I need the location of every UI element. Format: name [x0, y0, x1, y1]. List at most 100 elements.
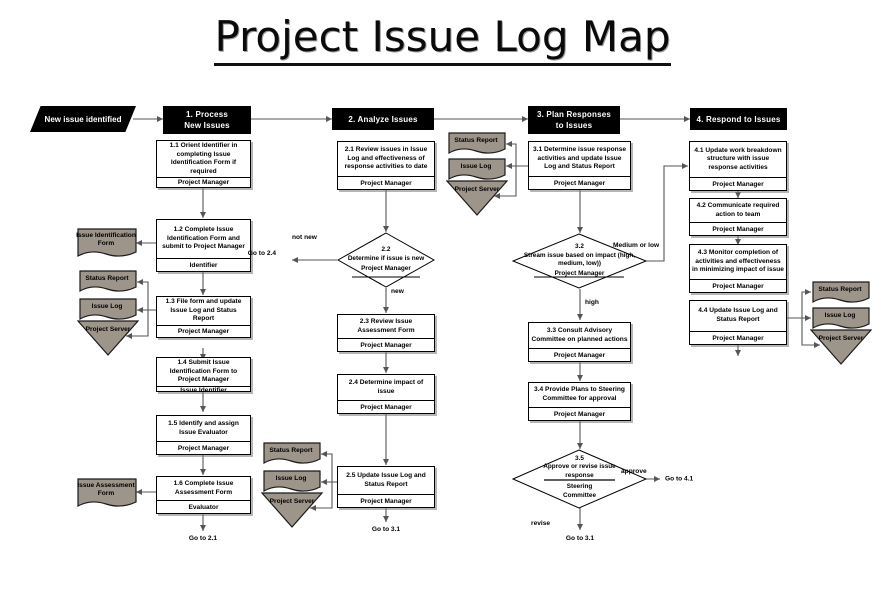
edge-label-medium-or-low: Medium or low — [613, 242, 660, 249]
decision-3-5[interactable]: 3.5 Approve or revise issue response Ste… — [511, 449, 648, 509]
process-box-2-3[interactable]: 2.3 Review Issue Assessment Form Project… — [337, 314, 435, 352]
process-box-2-1-role: Project Manager — [338, 176, 434, 189]
document-icon — [263, 470, 321, 493]
process-box-2-1[interactable]: 2.1 Review issues in Issue Log and effec… — [337, 141, 435, 190]
process-box-1-5-text: 1.5 Identify and assign Issue Evaluator — [168, 419, 239, 436]
phase-header-1[interactable]: 1. Process New Issues — [163, 106, 251, 134]
document-icon — [448, 132, 506, 155]
process-box-4-4[interactable]: 4.4 Update Issue Log and Status Report P… — [689, 300, 787, 345]
database-triangle-icon — [809, 329, 873, 365]
process-box-4-4-text: 4.4 Update Issue Log and Status Report — [698, 307, 778, 323]
data-shape-project-server-4[interactable]: Project Server — [809, 329, 873, 365]
process-box-1-2-role: Identifier — [157, 258, 250, 271]
process-box-1-1-text: 1.1 Orient Identifier in completing Issu… — [169, 142, 238, 175]
process-box-3-1[interactable]: 3.1 Determine issue response activities … — [528, 141, 631, 190]
phase-header-3[interactable]: 3. Plan Responses to Issues — [528, 106, 620, 134]
data-shape-issue-log-3[interactable]: Issue Log — [446, 158, 506, 182]
edge-label-go-to-4-1: Go to 4.1 — [665, 475, 694, 483]
data-shape-project-server-1[interactable]: Project Server — [76, 320, 140, 356]
process-box-2-4-role: Project Manager — [338, 400, 434, 413]
process-box-2-5-text: 2.5 Update Issue Log and Status Report — [346, 471, 426, 488]
process-box-2-4[interactable]: 2.4 Determine impact of issue Project Ma… — [337, 374, 435, 414]
decision-2-2[interactable]: 2.2 Determine if issue is new Project Ma… — [336, 232, 436, 288]
process-box-1-2-text: 1.2 Complete Issue Identification Form a… — [162, 226, 245, 251]
document-icon — [448, 158, 506, 181]
edge-label-revise: revise — [531, 520, 551, 527]
process-box-4-2-text: 4.2 Communicate required action to team — [696, 201, 780, 218]
process-box-1-4-text: 1.4 Submit Issue Identification Form to … — [169, 359, 238, 384]
data-shape-issue-identification-form-1[interactable]: Issue Identification Form — [75, 228, 137, 260]
process-box-1-3-text: 1.3 File form and update Issue Log and S… — [165, 298, 242, 323]
process-box-4-3-role: Project Manager — [690, 279, 786, 292]
document-icon — [77, 478, 137, 508]
process-box-4-1-text: 4.1 Update work breakdown structure with… — [694, 146, 782, 171]
document-icon — [79, 298, 137, 321]
process-box-1-6-text: 1.6 Complete Issue Assessment Form — [173, 479, 234, 496]
process-box-2-1-text: 2.1 Review issues in Issue Log and effec… — [344, 146, 428, 171]
data-shape-status-report-3[interactable]: Status Report — [446, 132, 506, 156]
edge-label-go-to-2-4: Go to 2.4 — [247, 250, 276, 257]
process-box-4-2-role: Project Manager — [690, 222, 786, 235]
process-box-1-2[interactable]: 1.2 Complete Issue Identification Form a… — [156, 219, 251, 272]
process-box-2-5-role: Project Manager — [338, 494, 434, 507]
process-box-3-3[interactable]: 3.3 Consult Advisory Committee on planne… — [528, 322, 631, 362]
page-title-text: Project Issue Log Map — [214, 12, 671, 66]
process-box-2-3-text: 2.3 Review Issue Assessment Form — [357, 317, 415, 334]
process-box-1-6-role: Evaluator — [157, 500, 250, 513]
process-box-1-5-role: Project Manager — [157, 441, 250, 454]
process-box-1-6[interactable]: 1.6 Complete Issue Assessment Form Evalu… — [156, 476, 251, 514]
process-box-4-2[interactable]: 4.2 Communicate required action to team … — [689, 198, 787, 236]
edge-label-go-to-3-1-b: Go to 3.1 — [565, 535, 595, 542]
process-box-3-4[interactable]: 3.4 Provide Plans to Steering Committee … — [528, 382, 631, 421]
data-shape-issue-log-2[interactable]: Issue Log — [261, 470, 321, 494]
decision-3-2-shape — [511, 233, 648, 289]
process-box-4-3[interactable]: 4.3 Monitor completion of activities and… — [689, 244, 787, 293]
process-box-3-1-text: 3.1 Determine issue response activities … — [532, 146, 627, 171]
process-box-3-3-text: 3.3 Consult Advisory Committee on planne… — [531, 326, 628, 343]
process-box-4-4-role: Project Manager — [690, 331, 786, 344]
decision-3-5-shape — [511, 449, 648, 509]
document-icon — [812, 307, 870, 330]
edge-label-go-to-3-1-a: Go to 3.1 — [371, 526, 401, 533]
data-shape-issue-log-4[interactable]: Issue Log — [810, 307, 870, 331]
process-box-3-4-role: Project Manager — [529, 407, 630, 420]
data-shape-status-report-4[interactable]: Status Report — [810, 281, 870, 305]
edge-label-approve: approve — [621, 468, 647, 475]
process-box-1-3-role: Project Manager — [157, 324, 250, 337]
process-box-1-4[interactable]: 1.4 Submit Issue Identification Form to … — [156, 357, 251, 394]
process-box-1-1[interactable]: 1.1 Orient Identifier in completing Issu… — [156, 140, 251, 188]
edge-label-high: high — [585, 299, 599, 306]
phase-header-1-label: 1. Process New Issues — [184, 110, 230, 130]
process-box-4-1[interactable]: 4.1 Update work breakdown structure with… — [689, 141, 787, 191]
process-box-2-3-role: Project Manager — [338, 338, 434, 351]
process-box-1-3[interactable]: 1.3 File form and update Issue Log and S… — [156, 296, 251, 338]
data-shape-issue-log-1[interactable]: Issue Log — [77, 298, 137, 322]
data-shape-status-report-1[interactable]: Status Report — [77, 270, 137, 294]
data-shape-status-report-2[interactable]: Status Report — [261, 442, 321, 466]
data-shape-project-server-2[interactable]: Project Server — [260, 492, 324, 528]
start-node[interactable]: New issue identified — [30, 106, 136, 132]
phase-header-2[interactable]: 2. Analyze Issues — [332, 108, 434, 130]
edge-label-not-new: not new — [292, 234, 317, 241]
document-icon — [263, 442, 321, 465]
process-box-3-3-role: Project Manager — [529, 348, 630, 361]
phase-header-2-label: 2. Analyze Issues — [348, 114, 418, 124]
process-box-3-4-text: 3.4 Provide Plans to Steering Committee … — [534, 386, 625, 402]
database-triangle-icon — [260, 492, 324, 528]
process-box-1-5[interactable]: 1.5 Identify and assign Issue Evaluator … — [156, 415, 251, 455]
phase-header-4-label: 4. Respond to Issues — [696, 114, 781, 124]
data-shape-project-server-3[interactable]: Project Server — [445, 180, 509, 216]
document-icon — [77, 228, 137, 258]
page-title: Project Issue Log Map — [0, 12, 885, 66]
edge-label-new: new — [391, 288, 404, 295]
process-box-1-4-role: Issue Identifier — [157, 385, 250, 394]
phase-header-3-label: 3. Plan Responses to Issues — [536, 110, 612, 130]
phase-header-4[interactable]: 4. Respond to Issues — [690, 108, 787, 130]
database-triangle-icon — [445, 180, 509, 216]
database-triangle-icon — [76, 320, 140, 356]
process-box-4-1-role: Project Manager — [690, 177, 786, 190]
process-box-2-5[interactable]: 2.5 Update Issue Log and Status Report P… — [337, 466, 435, 508]
data-shape-issue-assessment-form-1[interactable]: Issue Assessment Form — [75, 478, 137, 510]
